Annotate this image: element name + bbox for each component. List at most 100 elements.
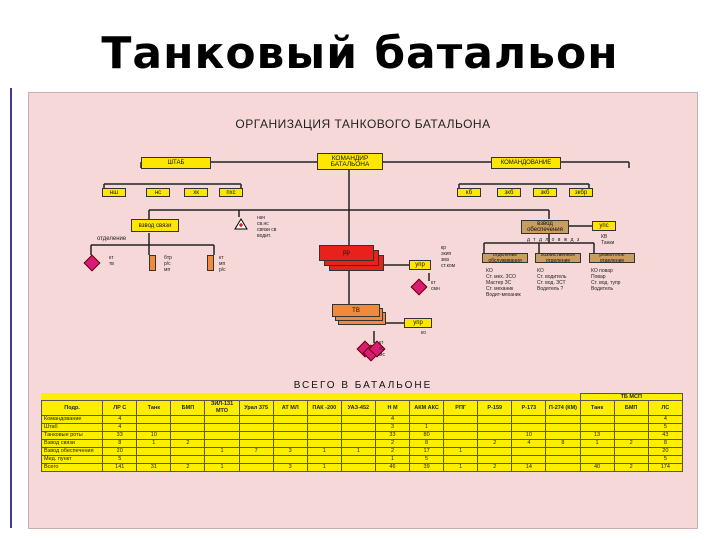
support-sub-box: хозяйственное отделение — [535, 253, 581, 263]
vehicle-bar-icon — [149, 255, 156, 271]
table-cell — [545, 463, 581, 472]
table-cell — [443, 439, 479, 448]
table-cell: 2 — [613, 439, 649, 448]
table-cell — [613, 415, 649, 424]
table-cell: 10 — [136, 431, 172, 440]
platoon-control-box: упр — [404, 318, 432, 328]
table-cell — [136, 447, 172, 456]
battalion-commander-box: КОМАНДИР БАТАЛЬОНА — [317, 153, 383, 170]
table-cell: 7 — [238, 447, 274, 456]
vehicle-label: кт смн — [431, 280, 440, 292]
table-header-cell: ЗИЛ-131 МТО — [204, 400, 240, 416]
table-cell: 3 — [374, 423, 411, 432]
table-cell: 1 — [306, 447, 342, 456]
table-cell: 8 — [102, 439, 138, 448]
table-header-cell: УАЗ-452 — [340, 400, 376, 416]
section-label: отделение — [97, 236, 127, 242]
table-cell: Штаб — [40, 423, 104, 432]
connector-lines — [90, 161, 630, 343]
vehicle-label: кт мп р/с — [219, 255, 226, 273]
table-header-cell: Танк — [136, 400, 172, 416]
support-crew-list: КО Ст. мех. ЗСО Мастер ЗС Ст. механик Во… — [486, 268, 521, 298]
table-cell: Взвод связи — [40, 439, 104, 448]
org-chart-panel: ОРГАНИЗАЦИЯ ТАНКОВОГО БАТАЛЬОНА — [28, 92, 698, 529]
table-cell: 2 — [613, 463, 649, 472]
table-cell — [204, 439, 240, 448]
table-cell: 4 — [102, 415, 138, 424]
table-cell — [579, 455, 615, 464]
table-cell: 2 — [170, 439, 206, 448]
table-cell — [340, 463, 376, 472]
table-cell: Взвод обеспечения — [40, 447, 104, 456]
table-cell — [340, 455, 376, 464]
table-cell: 40 — [579, 463, 615, 472]
table-cell — [511, 423, 547, 432]
table-cell: 31 — [136, 463, 172, 472]
table-cell: 1 — [443, 447, 479, 456]
table-cell — [238, 423, 274, 432]
company-label: кр экип змз ст.ком — [441, 245, 456, 269]
table-cell — [238, 415, 274, 424]
table-cell — [340, 415, 376, 424]
support-label: КВ Танки — [601, 234, 615, 246]
table-cell — [306, 439, 342, 448]
table-cell — [511, 455, 547, 464]
table-header-cell: Танк — [579, 400, 615, 416]
table-header-cell: ЛР С — [102, 400, 138, 416]
support-platoon-box: взвод обеспечения — [521, 220, 569, 234]
table-header-cell: Р-173 — [511, 400, 547, 416]
table-group-header: ТБ МСП — [579, 393, 683, 401]
table-spacer-cell — [42, 394, 581, 401]
table-header-cell: ЛС — [647, 400, 684, 416]
table-cell — [613, 447, 649, 456]
table-cell — [613, 423, 649, 432]
table-cell: 39 — [409, 463, 445, 472]
table-cell — [579, 415, 615, 424]
table-cell — [170, 423, 206, 432]
table-group-header-row: ТБ МСП — [42, 393, 683, 401]
table-cell: 1 — [579, 439, 615, 448]
slide-title: Танковый батальон — [101, 28, 619, 79]
table-cell: 2 — [374, 447, 411, 456]
table-cell: 10 — [511, 431, 547, 440]
vehicle-label: кт тв — [109, 255, 114, 267]
table-cell — [443, 455, 479, 464]
table-cell: 174 — [647, 463, 684, 472]
slide-edge-line — [10, 88, 12, 528]
staff-sub-box: пхс — [219, 188, 243, 197]
support-crew-list: КО Ст. водитель Ст. вод. ЗСТ Водитель ? — [537, 268, 567, 292]
table-cell: 46 — [374, 463, 411, 472]
table-cell — [272, 415, 308, 424]
medical-point-icon — [234, 217, 248, 235]
table-cell: 4 — [647, 415, 684, 424]
table-header-cell: БМП — [613, 400, 649, 416]
table-cell — [340, 423, 376, 432]
table-cell: 80 — [409, 431, 445, 440]
table-cell: 20 — [647, 447, 684, 456]
table-cell — [477, 415, 513, 424]
table-cell: 20 — [102, 447, 138, 456]
table-header-cell: Подр. — [40, 400, 104, 416]
table-header-cell: Р-159 — [477, 400, 513, 416]
support-sub-box: ремонтное отделение — [589, 253, 635, 263]
table-cell — [477, 431, 513, 440]
table-cell: 4 — [511, 439, 547, 448]
support-sub-box: отделение обслуживания — [482, 253, 528, 263]
table-cell — [272, 431, 308, 440]
table-cell — [545, 455, 581, 464]
table-cell — [238, 431, 274, 440]
table-cell — [409, 415, 445, 424]
signal-platoon-box: взвод связи — [131, 219, 179, 232]
table-cell: 1 — [340, 447, 376, 456]
table-cell: 2 — [170, 463, 206, 472]
table-cell: 8 — [545, 439, 581, 448]
company-control-box: упр — [409, 260, 431, 270]
table-header-cell: П-274 (КМ) — [545, 400, 581, 416]
table-cell — [545, 415, 581, 424]
table-cell: 8 — [647, 439, 684, 448]
